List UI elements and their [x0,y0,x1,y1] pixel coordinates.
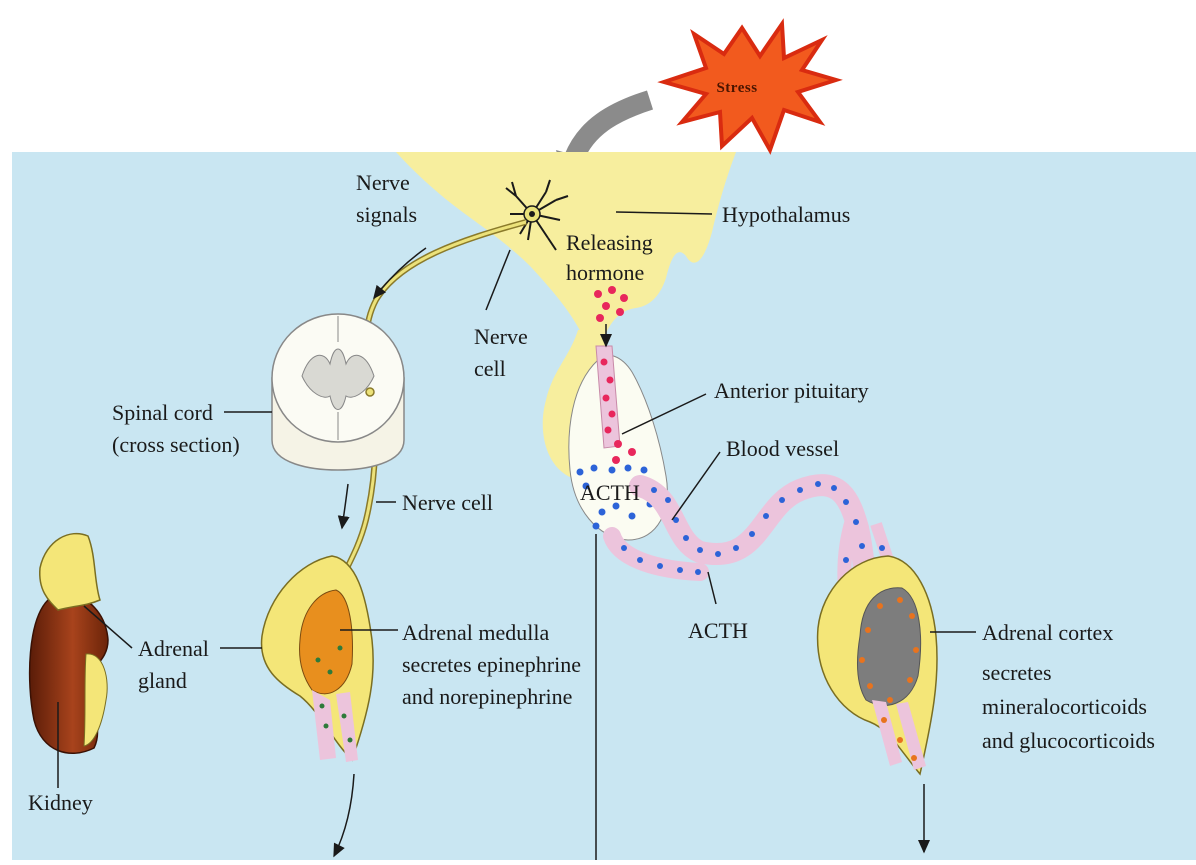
adrenal-cortex-label-line1: Adrenal cortex [982,620,1113,645]
nerve-cell-mid-label: Nerve cell [402,490,493,515]
spinal-cord-label-line2: (cross section) [112,432,240,457]
spinal-cord-label-line1: Spinal cord [112,400,213,425]
nerve-signals-label-line1: Nerve [356,170,410,195]
nerve-signals-label-line2: signals [356,202,417,227]
nerve-cell-top-label-line2: cell [474,356,506,381]
hypothalamus-label: Hypothalamus [722,202,850,227]
acth-gland-label: ACTH [580,480,640,505]
adrenal-medulla-label-line2: secretes epinephrine [402,652,581,677]
spinal-cord [272,314,404,470]
kidney-label: Kidney [28,790,93,815]
left-page-margin [0,152,12,860]
releasing-hormone-label-line2: hormone [566,260,644,285]
adrenal-cortex-label-line2: secretes [982,660,1052,685]
adrenal-cortex-label-line4: and glucocorticoids [982,728,1155,753]
adrenal-cortex-label-line3: mineralocorticoids [982,694,1147,719]
adrenal-gland-label-line2: gland [138,668,187,693]
neuron-nucleus [529,211,535,217]
adrenal-gland-label-line1: Adrenal [138,636,209,661]
anterior-pituitary-label: Anterior pituitary [714,378,869,403]
nerve-cell-top-label-line1: Nerve [474,324,528,349]
adrenal-medulla-label-line3: and norepinephrine [402,684,572,709]
stress-label: Stress [716,80,757,96]
acth-vessel-label: ACTH [688,618,748,643]
releasing-hormone-label-line1: Releasing [566,230,653,255]
adrenal-medulla-label-line1: Adrenal medulla [402,620,549,645]
blood-vessel-label: Blood vessel [726,436,839,461]
